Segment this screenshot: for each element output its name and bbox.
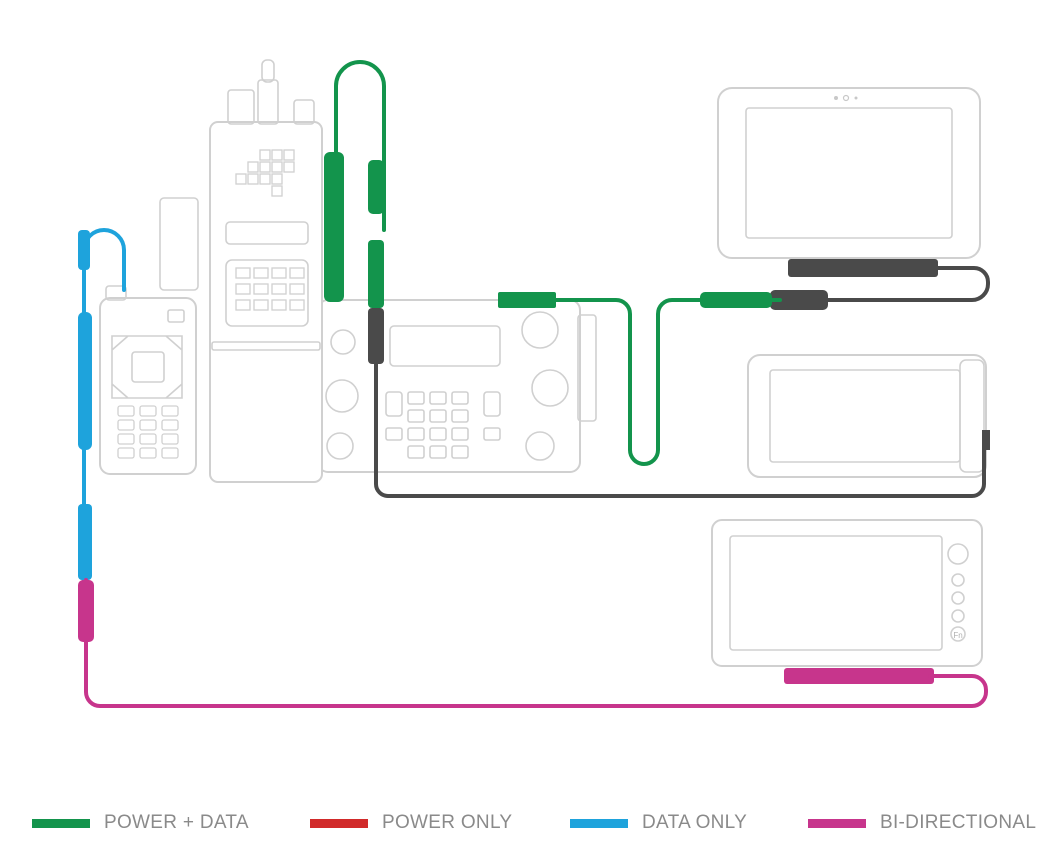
legend-item-power-only: POWER ONLY xyxy=(310,812,512,834)
legend: POWER + DATA POWER ONLY DATA ONLY BI-DIR… xyxy=(0,800,1049,850)
power-data-cable-radio-loop xyxy=(334,60,386,232)
function-key-label: Fn xyxy=(953,631,962,640)
power-data-amplifier-port xyxy=(498,292,556,308)
power-data-plug xyxy=(368,240,384,308)
tablet-large-device xyxy=(717,87,981,277)
vehicle-amplifier-device xyxy=(317,299,597,473)
legend-label-power-only: POWER ONLY xyxy=(382,812,513,833)
power-data-cable-amplifier-to-tablet xyxy=(550,298,782,466)
data-only-inline-module xyxy=(78,312,92,450)
legend-swatch-power-data xyxy=(32,818,90,828)
tablet-handheld-device: Fn xyxy=(711,519,983,684)
connectivity-diagram: Fn xyxy=(78,59,990,708)
tablet-handheld-connector xyxy=(784,668,934,684)
power-data-to-amplifier-connector xyxy=(368,308,384,364)
manpack-radio-device xyxy=(209,59,323,483)
bi-directional-cable xyxy=(84,578,988,708)
legend-label-data-only: DATA ONLY xyxy=(642,812,748,833)
tablet-large-dock-connector xyxy=(788,259,938,277)
legend-item-bi-directional: BI-DIRECTIONAL xyxy=(808,812,1036,834)
legend-swatch-data-only xyxy=(570,818,628,828)
data-only-connector-top xyxy=(78,230,90,270)
host-cable-large-tablet xyxy=(768,266,990,302)
power-data-inline-plug xyxy=(700,292,772,308)
bi-directional-connector xyxy=(78,580,94,642)
tablet-rugged-device xyxy=(747,354,990,478)
handheld-radio-device xyxy=(99,197,199,475)
legend-label-power-data: POWER + DATA xyxy=(104,812,249,833)
host-cable-plug xyxy=(770,290,828,310)
power-data-inline-filter xyxy=(368,160,384,214)
host-cable-amplifier-to-rugged-tablet xyxy=(374,328,986,498)
legend-item-data-only: DATA ONLY xyxy=(570,812,747,834)
power-data-connector-radio xyxy=(324,152,344,302)
legend-label-bi-directional: BI-DIRECTIONAL xyxy=(880,812,1037,833)
legend-swatch-bi-directional xyxy=(808,818,866,828)
legend-item-power-data: POWER + DATA xyxy=(32,812,249,834)
data-only-connector-bottom xyxy=(78,504,92,580)
legend-swatch-power-only xyxy=(310,818,368,828)
